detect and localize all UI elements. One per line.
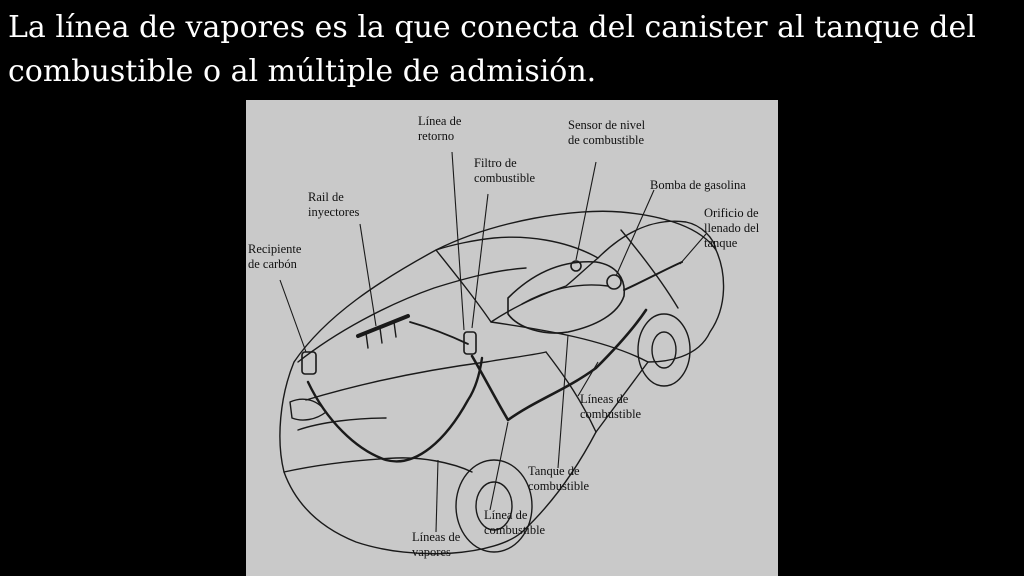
fuel-line-main [470,308,648,422]
label-linea-retorno: Línea de retorno [418,114,462,143]
filler-neck [623,261,683,291]
vapor-line-main [306,356,484,463]
label-sensor-nivel: Sensor de nivel de combustible [568,118,646,147]
rear-window [620,229,679,309]
front-bumper [283,457,473,473]
label-linea-combustible: Línea de combustible [484,508,546,537]
label-tanque-combustible: Tanque de combustible [528,464,590,493]
front-wheel [455,459,533,553]
label-lineas-vapores: Líneas de vapores [412,530,461,559]
label-filtro-combustible: Filtro de combustible [474,156,536,185]
fuel-tank-detail [521,284,609,305]
return-line [409,321,469,345]
injector-3 [393,321,397,338]
car-body-outline [279,210,725,555]
label-orificio-llenado: Orificio de llenado del tanque [704,206,760,250]
door-line [545,351,597,433]
label-recipiente-carbon: Recipiente de carbón [248,242,302,271]
hood-line [297,267,527,363]
rear-wheel [637,313,691,387]
label-bomba-gasolina: Bomba de gasolina [650,178,746,192]
label-rail-inyectores: Rail de inyectores [308,190,360,219]
hood-edge [305,351,547,401]
fuel-pump [606,274,622,290]
side-line [490,321,649,363]
roof-line [597,220,717,259]
rear-wheel-hub [651,331,677,369]
windshield [435,236,599,323]
injector-1 [365,332,369,349]
label-lineas-combustible: Líneas de combustible [580,392,642,421]
front-grille [297,417,387,431]
fuel-system-diagram: Línea de retorno Sensor de nivel de comb… [246,100,778,576]
level-sensor [570,260,582,272]
car-drawing [279,151,725,555]
slide-title: La línea de vapores es la que conecta de… [8,10,976,89]
fuel-tank [507,260,625,334]
front-wheel-hub [475,481,513,531]
injector-2 [379,327,383,344]
carbon-canister [301,351,317,375]
